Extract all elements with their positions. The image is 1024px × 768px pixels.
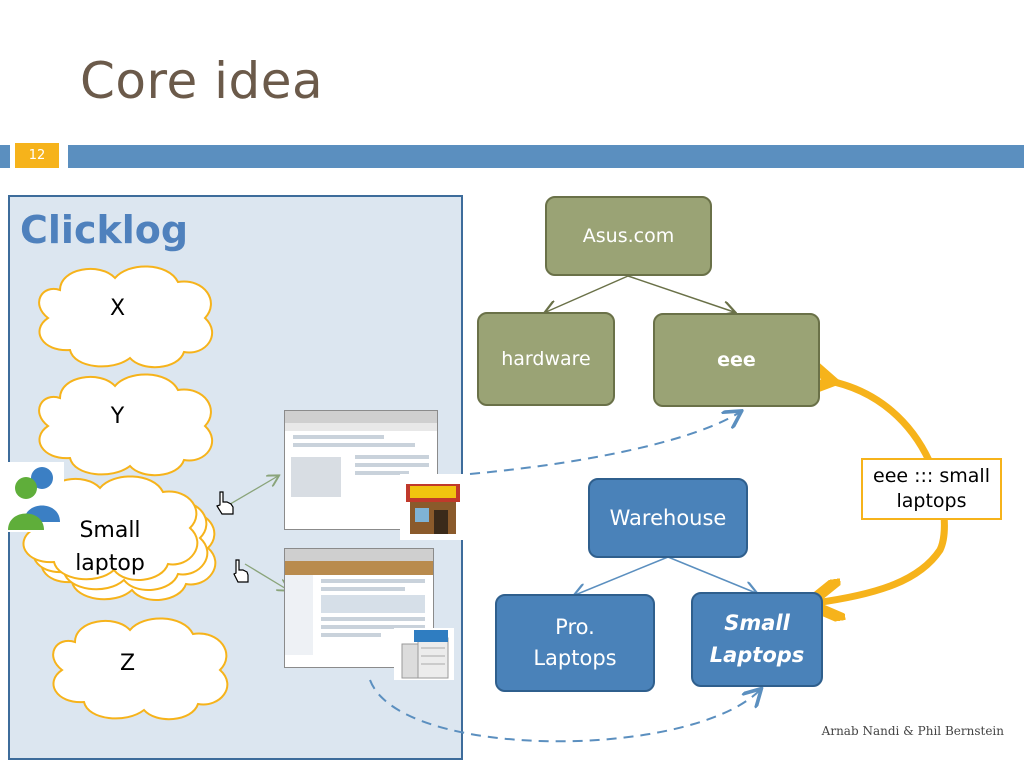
edge-warehouse-pro — [575, 556, 669, 595]
bing-server-icon — [394, 628, 454, 680]
clouds-layer — [22, 265, 229, 721]
header-bar — [68, 145, 1024, 168]
users-icon — [4, 462, 64, 532]
slide-number: 12 — [15, 143, 59, 168]
query-small-laptop: Small laptop — [75, 518, 145, 576]
node-hardware: hardware — [477, 312, 615, 406]
node-eee: eee — [653, 313, 820, 407]
cloud-x — [38, 265, 213, 369]
click-arrow-bottom — [244, 563, 288, 590]
cloud-small-laptop — [22, 475, 199, 582]
association-label: eee ::: small laptops — [861, 458, 1002, 520]
dashed-arrow-to-small-laptops — [369, 679, 760, 743]
slide-title: Core idea — [80, 52, 324, 110]
store-icon — [400, 474, 466, 540]
edge-asus-hardware — [546, 275, 629, 312]
node-warehouse: Warehouse — [588, 478, 748, 558]
clicklog-title: Clicklog — [20, 208, 189, 252]
hand-pointer-icon — [216, 491, 234, 515]
association-arrow — [815, 380, 948, 603]
dashed-arrow-to-eee — [469, 412, 740, 475]
node-pro-laptops: Pro. Laptops — [495, 594, 655, 692]
query-x: X — [109, 296, 126, 321]
footer-authors: Arnab Nandi & Phil Bernstein — [821, 724, 1004, 738]
asus-page-screenshot — [284, 410, 438, 530]
edge-asus-eee — [627, 275, 734, 312]
header-bar-left — [0, 145, 10, 168]
query-y: Y — [110, 404, 125, 429]
edge-warehouse-small — [667, 556, 756, 593]
cloud-y — [38, 373, 213, 477]
node-small-laptops: Small Laptops — [691, 592, 823, 687]
cloud-z — [52, 617, 229, 721]
hand-pointer-icon-2 — [233, 559, 249, 583]
query-z: Z — [119, 651, 136, 676]
node-asus-com: Asus.com — [545, 196, 712, 276]
